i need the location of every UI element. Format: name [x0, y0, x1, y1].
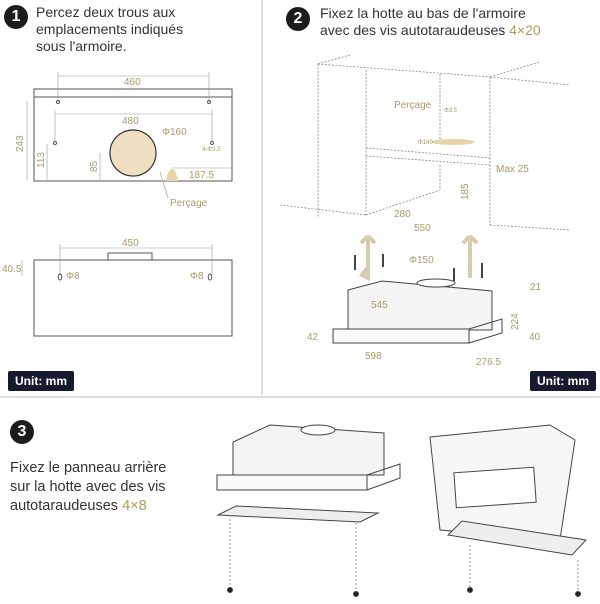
dim-450: 450: [122, 238, 139, 249]
drill-label: Perçage: [394, 100, 432, 111]
dim-small: Φ160: [418, 140, 433, 146]
dim-550: 550: [414, 223, 431, 234]
dim-185: 185: [460, 183, 471, 200]
dim-d8: Φ8: [190, 271, 204, 282]
back-panel: [216, 505, 380, 523]
dim-85: 85: [89, 160, 100, 172]
dim-21: 21: [530, 282, 542, 293]
drill-marker: [431, 139, 475, 145]
hood-front-assembly: [216, 424, 401, 597]
step-1-instructions: Percez deux trous aux emplacements indiq…: [36, 4, 183, 55]
text-line: avec des vis autotaraudeuses: [320, 22, 510, 38]
cabinet-bottom-plan: [26, 72, 233, 199]
dim-d8: Φ8: [66, 271, 80, 282]
step-3-badge: 3: [10, 420, 34, 444]
hood-rear-assembly: [429, 424, 588, 597]
text-line: sous l'armoire.: [36, 38, 127, 54]
text-line: sur la hotte avec des vis: [10, 479, 166, 495]
dim-243: 243: [15, 135, 26, 152]
dim-480: 480: [122, 116, 139, 127]
text-line: Percez deux trous aux: [36, 4, 176, 20]
dim-598: 598: [365, 351, 382, 362]
back-panel: [446, 520, 588, 556]
step-2-instructions: Fixez la hotte au bas de l'armoire avec …: [320, 5, 541, 39]
dim-187-5: 187.5: [189, 170, 214, 181]
dim-460: 460: [124, 77, 141, 88]
dim-small: Φ3.5: [444, 108, 458, 114]
arrow-up-icon: [461, 234, 479, 278]
text-line: Fixez la hotte au bas de l'armoire: [320, 5, 526, 21]
dim-280: 280: [394, 209, 411, 220]
cabinet-outline: [279, 54, 571, 231]
screw-size: 4×8: [122, 498, 147, 514]
text-line: Fixez le panneau arrière: [10, 460, 167, 476]
hood-back-view: [21, 244, 233, 337]
unit-badge: Unit: mm: [530, 371, 596, 391]
dim-max-25: Max 25: [496, 164, 529, 175]
dim-42: 42: [307, 332, 319, 343]
dim-545: 545: [371, 300, 388, 311]
drill-label: Perçage: [170, 198, 208, 209]
step-1-badge: 1: [4, 5, 28, 29]
hood-drawing: [332, 234, 503, 344]
arrow-up-icon: [358, 234, 377, 282]
dim-224: 224: [510, 313, 521, 330]
dim-d150: Φ150: [409, 255, 434, 266]
dim-40-5: 40.5: [2, 264, 22, 275]
dim-holes: 4-Φ3.5: [202, 147, 221, 153]
unit-badge: Unit: mm: [8, 371, 74, 391]
vent-hole: [109, 129, 157, 177]
text-line: autotaraudeuses: [10, 498, 123, 514]
dim-276-5: 276.5: [476, 357, 501, 368]
dim-d160: Φ160: [162, 127, 187, 138]
text-line: emplacements indiqués: [36, 21, 184, 37]
step-3-instructions: Fixez le panneau arrière sur la hotte av…: [10, 459, 166, 516]
dim-40: 40: [529, 332, 541, 343]
dim-113: 113: [36, 152, 47, 168]
drill-marker: [166, 169, 178, 181]
step-2-badge: 2: [286, 7, 310, 31]
screw-size: 4×20: [509, 22, 541, 38]
